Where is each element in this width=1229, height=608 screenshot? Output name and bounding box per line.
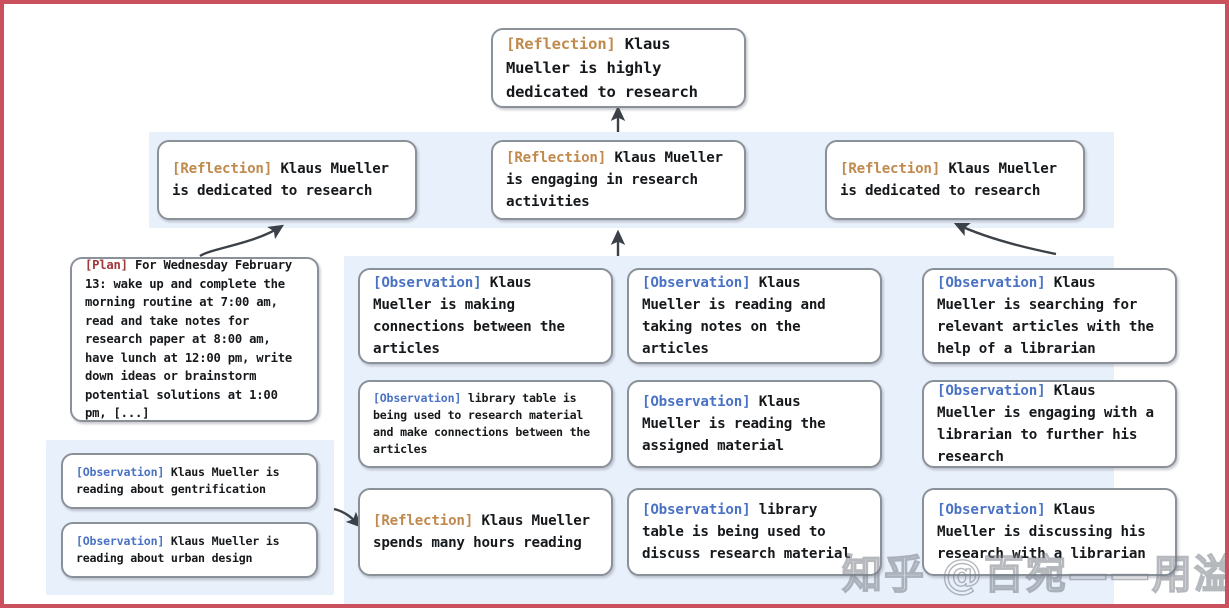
tag-observation: [Observation] [373,391,462,405]
node-col-c-3[interactable]: [Observation] Klaus Mueller is discussin… [922,488,1177,576]
node-reflection-left-body: Klaus Mueller is dedicated to research [172,161,389,199]
tag-observation: [Observation] [642,502,751,518]
tag-observation: [Observation] [642,275,751,291]
tag-reflection: [Reflection] [506,35,616,53]
node-col-c-1-text: [Observation] Klaus Mueller is searching… [924,272,1175,360]
tag-observation: [Observation] [937,275,1046,291]
node-left-observation-2[interactable]: [Observation] Klaus Mueller is reading a… [61,522,318,578]
node-col-b-1-text: [Observation] Klaus Mueller is reading a… [629,272,880,360]
tag-observation: [Observation] [76,465,165,479]
node-col-b-3-body: library table is being used to discuss r… [642,502,851,562]
node-root-reflection[interactable]: [Reflection] Klaus Mueller is highly ded… [491,28,746,108]
node-reflection-right-body: Klaus Mueller is dedicated to research [840,161,1057,199]
node-plan-text: [Plan] For Wednesday February 13: wake u… [72,258,317,421]
node-col-b-2[interactable]: [Observation] Klaus Mueller is reading t… [627,380,882,468]
node-left-observation-1[interactable]: [Observation] Klaus Mueller is reading a… [61,453,318,509]
node-col-a-3-body: Klaus Mueller spends many hours reading [373,513,590,551]
tag-observation: [Observation] [937,502,1046,518]
node-col-a-3-text: [Reflection] Klaus Mueller spends many h… [360,510,611,554]
node-col-b-3[interactable]: [Observation] library table is being use… [627,488,882,576]
node-col-a-1[interactable]: [Observation] Klaus Mueller is making co… [358,268,613,364]
node-reflection-left-text: [Reflection] Klaus Mueller is dedicated … [159,158,415,202]
node-col-c-1[interactable]: [Observation] Klaus Mueller is searching… [922,268,1177,364]
node-col-b-2-text: [Observation] Klaus Mueller is reading t… [629,391,880,457]
node-col-a-1-text: [Observation] Klaus Mueller is making co… [360,272,611,360]
node-col-a-2-text: [Observation] library table is being use… [360,390,611,458]
node-col-c-2-body: Klaus Mueller is engaging with a librari… [937,383,1154,465]
tag-reflection: [Reflection] [840,161,941,177]
node-col-b-1[interactable]: [Observation] Klaus Mueller is reading a… [627,268,882,364]
node-left-observation-1-text: [Observation] Klaus Mueller is reading a… [63,464,316,498]
node-col-a-2[interactable]: [Observation] library table is being use… [358,380,613,468]
node-reflection-left[interactable]: [Reflection] Klaus Mueller is dedicated … [157,140,417,220]
node-col-c-3-text: [Observation] Klaus Mueller is discussin… [924,499,1175,565]
node-reflection-right-text: [Reflection] Klaus Mueller is dedicated … [827,158,1083,202]
node-col-a-1-body: Klaus Mueller is making connections betw… [373,275,565,357]
node-col-b-2-body: Klaus Mueller is reading the assigned ma… [642,394,826,454]
tag-plan: [Plan] [85,258,128,273]
node-reflection-middle[interactable]: [Reflection] Klaus Mueller is engaging i… [491,140,746,220]
node-plan-body: For Wednesday February 13: wake up and c… [85,258,292,421]
tag-observation: [Observation] [642,394,751,410]
node-col-c-3-body: Klaus Mueller is discussing his research… [937,502,1146,562]
node-root-text: [Reflection] Klaus Mueller is highly ded… [493,32,744,104]
node-reflection-middle-body: Klaus Mueller is engaging in research ac… [506,150,723,210]
tag-reflection: [Reflection] [506,150,607,166]
node-plan[interactable]: [Plan] For Wednesday February 13: wake u… [70,257,319,422]
tag-observation: [Observation] [373,275,482,291]
node-root-body: Klaus Mueller is highly dedicated to res… [506,35,698,101]
node-col-a-3[interactable]: [Reflection] Klaus Mueller spends many h… [358,488,613,576]
node-col-c-2-text: [Observation] Klaus Mueller is engaging … [924,382,1175,466]
node-left-observation-1-body: Klaus Mueller is reading about gentrific… [76,465,280,496]
node-reflection-right[interactable]: [Reflection] Klaus Mueller is dedicated … [825,140,1085,220]
tag-reflection: [Reflection] [172,161,273,177]
tag-observation: [Observation] [76,534,165,548]
tag-reflection: [Reflection] [373,513,474,529]
node-col-b-1-body: Klaus Mueller is reading and taking note… [642,275,826,357]
node-reflection-middle-text: [Reflection] Klaus Mueller is engaging i… [493,147,744,213]
node-col-b-3-text: [Observation] library table is being use… [629,499,880,565]
tag-observation: [Observation] [937,383,1046,399]
node-left-observation-2-text: [Observation] Klaus Mueller is reading a… [63,533,316,567]
node-col-c-2[interactable]: [Observation] Klaus Mueller is engaging … [922,380,1177,468]
node-left-observation-2-body: Klaus Mueller is reading about urban des… [76,534,280,565]
node-col-a-2-body: library table is being used to research … [373,391,590,456]
node-col-c-1-body: Klaus Mueller is searching for relevant … [937,275,1154,357]
